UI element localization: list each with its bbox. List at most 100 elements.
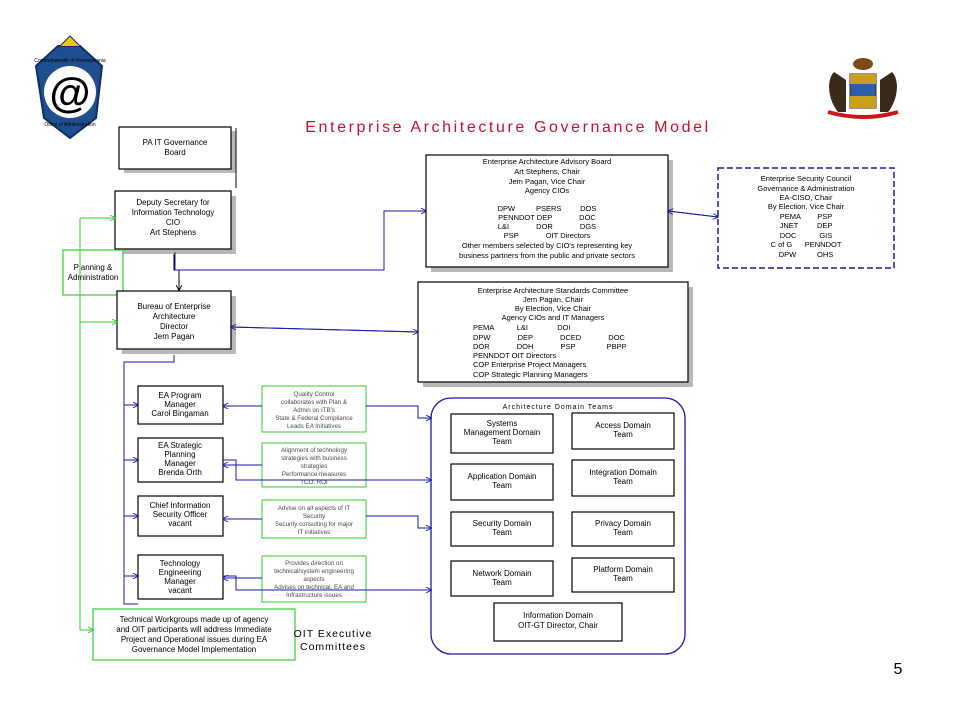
quality-control-line: Leads EA Initiatives <box>287 423 341 430</box>
planning-administration-box: Planning & Administration <box>62 249 124 296</box>
deputy-secretary-line: Art Stephens <box>150 228 196 237</box>
quality-control-line: Quality Control <box>294 391 335 398</box>
information-line: Information Domain <box>523 611 593 620</box>
bureau-ea-line: Director <box>160 322 188 331</box>
ea-strategic-planning-line: Manager <box>164 459 196 468</box>
security-domain-team-box: Security Domain Team <box>450 511 554 547</box>
ea-strategic-planning-line: Brenda Orth <box>158 468 202 477</box>
access-line: Team <box>613 430 633 439</box>
information-domain-team-box: Information Domain OIT-GT Director, Chai… <box>493 602 623 642</box>
integration-line: Integration Domain <box>589 468 657 477</box>
advisory-board-line: DPW PSERS DOS <box>498 204 597 213</box>
platform-line: Platform Domain <box>593 565 653 574</box>
standards-committee-line: Agency CIOs and IT Managers <box>502 313 605 322</box>
direction-line: Provides direction on <box>285 560 343 567</box>
application-line: Team <box>492 481 512 490</box>
ciso-line: vacant <box>168 519 192 528</box>
oit-executive-line: OIT Executive <box>294 628 373 640</box>
platform-domain-team-box: Platform Domain Team <box>571 557 675 593</box>
security-council-line: DOC GIS <box>780 231 833 240</box>
office-of-administration-logo: @ Commonwealth of Pennsylvania Office of… <box>34 35 106 140</box>
ciso-line: Security Officer <box>153 510 208 519</box>
tech-engineering-line: vacant <box>168 586 192 595</box>
quality-control-line: State & Federal Compliance <box>275 415 353 422</box>
tech-workgroups-line: Technical Workgroups made up of agency <box>120 615 269 624</box>
advisory-board-line: Art Stephens, Chair <box>514 167 580 176</box>
enterprise-security-council-box: Enterprise Security Council Governance &… <box>717 167 895 269</box>
standards-committee-line: Jem Pagan, Chair <box>523 295 584 304</box>
alignment-line: strategies with business <box>281 455 347 462</box>
privacy-line: Team <box>613 528 633 537</box>
advisory-board-line: Enterprise Architecture Advisory Board <box>483 157 611 166</box>
quality-control-line: Admin on ITB's <box>293 407 335 414</box>
access-domain-team-box: Access Domain Team <box>571 412 675 450</box>
tech-engineering-line: Manager <box>164 577 196 586</box>
security-council-line: EA-CISO, Chair <box>780 193 833 202</box>
advisory-board-line: PSP OIT Directors <box>504 231 591 240</box>
network-line: Team <box>492 578 512 587</box>
standards-committee-line: COP Enterprise Project Managers <box>473 360 586 369</box>
standards-committee-line: PEMA L&I DOI <box>473 323 571 332</box>
standards-committee-line: COP Strategic Planning Managers <box>473 370 588 379</box>
security-council-line: Governance & Administration <box>757 184 854 193</box>
systems-mgmt-line: Management Domain <box>464 428 540 437</box>
security-team-line: Team <box>492 528 512 537</box>
svg-text:Office of Administration: Office of Administration <box>44 122 96 128</box>
planning-administration-line: Planning & <box>74 263 113 272</box>
bureau-ea-line: Jem Pagan <box>154 332 194 341</box>
standards-committee-line: Enterprise Architecture Standards Commit… <box>478 286 628 295</box>
advisory-board-line: Agency CIOs <box>525 186 569 195</box>
technology-engineering-manager-box: Technology Engineering Manager vacant <box>137 554 224 600</box>
ea-strategic-planning-line: Planning <box>164 450 195 459</box>
page-title: Enterprise Architecture Governance Model <box>305 119 710 136</box>
security-council-line: DPW OHS <box>779 250 834 259</box>
tech-engineering-line: Technology <box>160 559 200 568</box>
security-council-line: PEMA PSP <box>780 212 833 221</box>
security-council-line: By Election, Vice Chair <box>768 202 845 211</box>
deputy-secretary-line: Deputy Secretary for <box>136 198 210 207</box>
advisory-board-line: Other members selected by CIO's represen… <box>462 241 633 250</box>
systems-mgmt-line: Team <box>492 437 512 446</box>
alignment-line: Performance measures <box>282 471 346 478</box>
direction-description-box: Provides direction on technical/system e… <box>261 555 367 603</box>
application-domain-team-box: Application Domain Team <box>450 463 554 501</box>
quality-control-line: collaborates with Plan & <box>281 399 348 406</box>
ciso-box: Chief Information Security Officer vacan… <box>137 495 224 537</box>
green-connectors <box>79 218 117 630</box>
pa-it-governance-board-line: PA IT Governance <box>143 138 208 147</box>
platform-line: Team <box>613 574 633 583</box>
tech-workgroups-line: Project and Operational issues during EA <box>121 635 268 644</box>
integration-domain-team-box: Integration Domain Team <box>571 459 675 497</box>
integration-line: Team <box>613 477 633 486</box>
deputy-secretary-line: CIO <box>166 218 180 227</box>
security-team-line: Security Domain <box>473 519 532 528</box>
ea-program-manager-line: Manager <box>164 400 196 409</box>
quality-control-description-box: Quality Control collaborates with Plan &… <box>261 385 367 433</box>
tech-engineering-line: Engineering <box>159 568 202 577</box>
direction-line: aspects <box>303 576 324 583</box>
tech-workgroups-line: Governance Model Implementation <box>132 645 257 654</box>
information-line: OIT-GT Director, Chair <box>518 621 598 630</box>
direction-line: Infrastructure issues <box>286 592 342 599</box>
advisory-board-line: PENNDOT DEP DOC <box>498 213 596 222</box>
tech-workgroups-line: and OIT participants will address Immedi… <box>116 625 272 634</box>
standards-committee-line: PENNDOT OIT Directors <box>473 351 556 360</box>
privacy-line: Privacy Domain <box>595 519 651 528</box>
oit-executive-line: Committees <box>300 641 366 653</box>
planning-administration-line: Administration <box>68 273 119 282</box>
application-line: Application Domain <box>468 472 537 481</box>
ea-program-manager-box: EA Program Manager Carol Bingaman <box>137 385 224 425</box>
privacy-domain-team-box: Privacy Domain Team <box>571 511 675 547</box>
ciso-line: Chief Information <box>150 501 211 510</box>
advise-security-description-box: Advise on all aspects of IT Security Sec… <box>261 499 367 539</box>
advisory-board-line: Jem Pagan, Vice Chair <box>509 177 586 186</box>
alignment-line: strategies <box>301 463 328 470</box>
bureau-ea-line: Architecture <box>153 312 196 321</box>
bureau-ea-line: Bureau of Enterprise <box>137 302 211 311</box>
at-sign-symbol: @ <box>50 69 91 116</box>
systems-mgmt-line: Systems <box>487 419 518 428</box>
bureau-enterprise-architecture-box: Bureau of Enterprise Architecture Direct… <box>116 290 236 354</box>
alignment-line: Alignment of technology <box>281 447 348 454</box>
technical-workgroups-box: Technical Workgroups made up of agency a… <box>92 608 296 661</box>
